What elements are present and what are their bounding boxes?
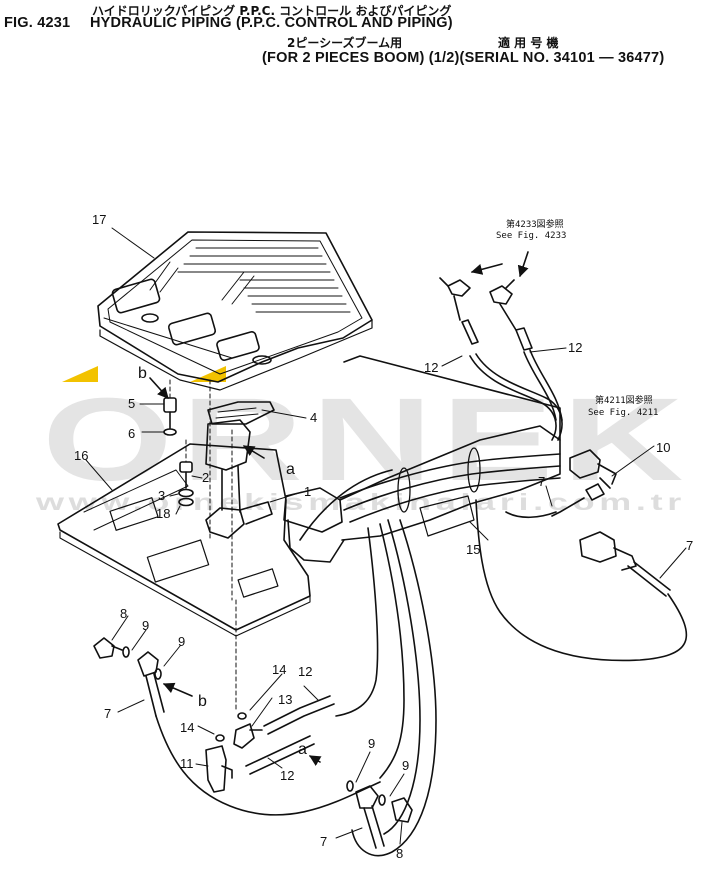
ref-fig4233-jp: 第4233図参照 xyxy=(506,218,564,230)
ref-fig4211-en: See Fig. 4211 xyxy=(588,408,658,418)
marker-arrow-b-lower xyxy=(162,682,193,697)
watermark-url: www.ornekismakinalari.com.tr xyxy=(34,489,686,515)
callout-7-left: 7 xyxy=(104,706,111,721)
callout-5: 5 xyxy=(128,396,135,411)
callout-9-left-lower: 9 xyxy=(178,634,185,649)
center-bottom-fittings xyxy=(205,599,335,793)
ref-fig4233-en: See Fig. 4233 xyxy=(496,231,566,241)
callout-7-mid-right: 7 xyxy=(538,474,545,489)
callout-12-mid: 12 xyxy=(298,664,312,679)
marker-b-upper: b xyxy=(138,365,147,382)
callout-7-bottom: 7 xyxy=(320,834,327,849)
assembly-lines xyxy=(169,379,233,601)
header-japanese-serial: 適 用 号 機 xyxy=(498,36,559,50)
marker-b-lower: b xyxy=(198,693,207,710)
page-title: HYDRAULIC PIPING (P.P.C. CONTROL AND PIP… xyxy=(90,15,453,31)
watermark: ORNEK www.ornekismakinalari.com.tr xyxy=(34,366,692,515)
left-hose xyxy=(137,519,437,857)
callout-2: 2 xyxy=(202,470,209,485)
page-subtitle: (FOR 2 PIECES BOOM) (1/2)(SERIAL NO. 341… xyxy=(262,50,665,66)
leader-lines xyxy=(85,227,687,845)
callout-9-right-upper: 9 xyxy=(368,736,375,751)
watermark-brand: ORNEK xyxy=(42,374,692,506)
callout-11: 11 xyxy=(180,756,194,771)
callout-18: 18 xyxy=(156,506,170,521)
callout-1: 1 xyxy=(304,484,311,499)
callout-15: 15 xyxy=(466,542,480,557)
ref-fig4211-jp: 第4211図参照 xyxy=(595,394,653,406)
callout-8-right: 8 xyxy=(396,846,403,861)
callout-4: 4 xyxy=(310,410,317,425)
header-japanese-title: ハイドロリックパイピング P.P.C. コントロール およびパイピング xyxy=(92,4,452,18)
hose-to-fig4233 xyxy=(439,277,563,441)
callout-10: 10 xyxy=(656,440,670,455)
letter-markers: a a b b xyxy=(138,365,307,758)
arrow-fig4233-left xyxy=(470,263,503,275)
callout-6: 6 xyxy=(128,426,135,441)
marker-arrow-b-upper xyxy=(149,377,169,399)
callout-8-left: 8 xyxy=(120,606,127,621)
callout-14-upper: 14 xyxy=(272,662,286,677)
callout-12-top-left: 12 xyxy=(424,360,438,375)
callout-12-bottom: 12 xyxy=(280,768,294,783)
callout-13: 13 xyxy=(278,692,292,707)
hose-bundle xyxy=(299,447,561,541)
right-fittings xyxy=(475,449,688,662)
bottom-right-fittings xyxy=(346,780,413,849)
header-japanese-subtitle: 2ピーシーズブーム用 xyxy=(287,36,403,50)
callout-3: 3 xyxy=(158,488,165,503)
callout-17: 17 xyxy=(92,212,106,227)
floor-mat xyxy=(97,231,373,391)
marker-arrow-a-lower xyxy=(309,755,322,766)
callout-12-top-right: 12 xyxy=(568,340,582,355)
marker-a-lower: a xyxy=(298,741,307,758)
callout-7-far-right: 7 xyxy=(686,538,693,553)
callout-14-lower: 14 xyxy=(180,720,194,735)
foot-pedal xyxy=(207,401,275,425)
figure-number: FIG. 4231 xyxy=(4,15,71,31)
pedal-bracket xyxy=(205,401,275,539)
marker-a-upper: a xyxy=(286,461,295,478)
callout-9-right-lower: 9 xyxy=(402,758,409,773)
ppc-valve-body xyxy=(283,355,561,563)
marker-arrow-a-upper xyxy=(243,445,265,459)
bottom-left-fittings xyxy=(93,637,162,680)
callouts: 17 16 15 14 14 13 12 12 12 12 11 10 9 9 … xyxy=(74,212,693,861)
callout-16: 16 xyxy=(74,448,88,463)
arrow-fig4233-right xyxy=(517,251,529,278)
watermark-accent-left xyxy=(62,366,98,382)
callout-9-left-upper: 9 xyxy=(142,618,149,633)
